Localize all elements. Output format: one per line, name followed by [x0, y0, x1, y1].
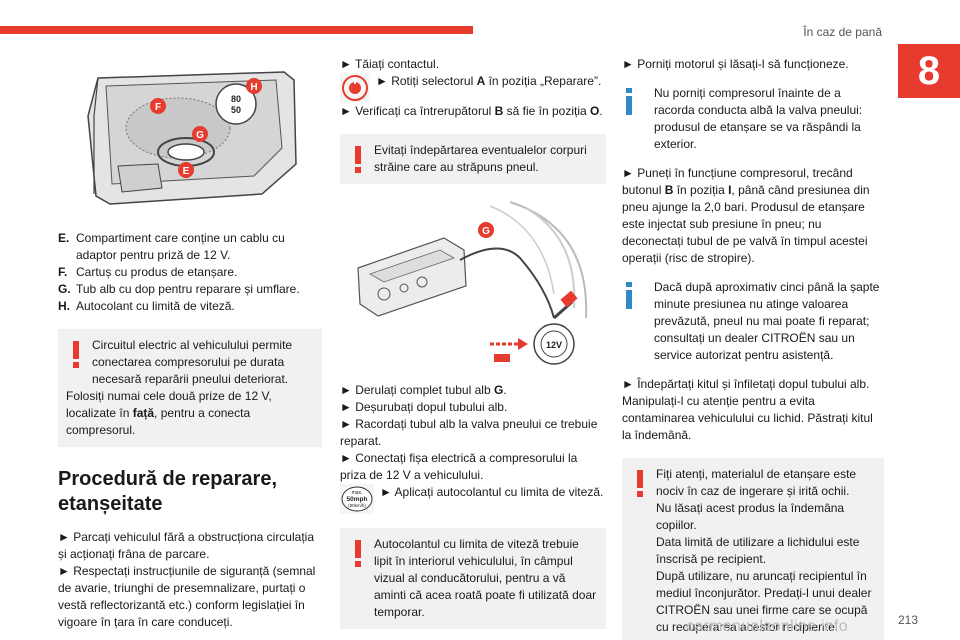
section-heading: Procedură de reparare, etanșeitate — [58, 468, 277, 515]
callout-h: H — [250, 82, 257, 93]
page-number: 213 — [897, 613, 918, 627]
legend-item-f: F. Cartuș cu produs de etanșare. — [58, 265, 238, 279]
selector-step-row: ► Rotiți selectorul A în poziția „Repara… — [340, 73, 606, 103]
info-compressor-start-text: Nu porniți compresorul înainte de a raco… — [654, 86, 863, 151]
compressor-connection-illustration: 12V G — [357, 201, 588, 365]
repair-kit-illustration: 80 50 F H G E — [87, 71, 297, 205]
legend-item-h: H. Autocolant cu limită de viteză. — [58, 299, 235, 313]
socket-label: 12V — [546, 340, 562, 350]
sticker-step-row: max. 50mph (80km/h) ► Aplicați autocolan… — [340, 484, 606, 514]
accent-bar — [0, 26, 473, 34]
speed-sticker-top: 80 — [231, 94, 241, 104]
callout-g: G — [196, 130, 204, 141]
sticker-line-1: max. — [352, 490, 363, 496]
info-icon — [626, 88, 632, 115]
step-safety: ► Respectați instrucțiunile de siguranță… — [58, 564, 316, 629]
exclamation-icon — [637, 470, 643, 497]
warning-electrical-text: Circuitul electric al vehiculului permit… — [92, 338, 293, 386]
warning-sealant-disposal: După utilizare, nu aruncați recipientul … — [656, 569, 872, 634]
watermark: carmanualsonline.info — [686, 618, 848, 635]
legend-item-e: E. Compartiment care conține un cablu cu… — [58, 231, 285, 262]
exclamation-icon — [73, 341, 79, 368]
step-run-compressor: ► Puneți în funcțiune compresorul, trecâ… — [622, 166, 870, 265]
speed-sticker-bottom: 50 — [231, 105, 241, 115]
callout-e: E — [183, 166, 190, 177]
column-middle: ► Tăiați contactul. ► Rotiți selectorul … — [340, 56, 606, 640]
exclamation-icon — [355, 146, 361, 173]
step-selector: ► Rotiți selectorul A în poziția „Repara… — [376, 74, 602, 88]
info-box-compressor-start: Nu porniți compresorul înainte de a raco… — [622, 85, 884, 153]
warning-sticker-text: Autocolantul cu limita de viteză trebuie… — [374, 537, 597, 619]
exclamation-icon — [355, 540, 361, 567]
section-title: În caz de pană — [803, 25, 882, 39]
chapter-tab: 8 — [898, 44, 960, 98]
speed-limit-sticker-icon: max. 50mph (80km/h) — [340, 484, 374, 514]
legend-item-g: G. Tub alb cu dop pentru reparare și umf… — [58, 282, 300, 296]
step-apply-sticker: ► Aplicați autocolantul cu limita de vit… — [380, 485, 604, 499]
step-start-engine: ► Porniți motorul și lăsați-l să funcțio… — [622, 57, 849, 71]
step-ignition-off: ► Tăiați contactul. — [340, 57, 440, 71]
warning-sealant-harmful: Fiți atenți, materialul de etanșare este… — [656, 467, 857, 498]
step-unscrew-cap: ► Deșurubați dopul tubului alb. — [340, 400, 508, 414]
info-icon — [626, 282, 632, 309]
warning-sealant-expiry: Data limită de utilizare a lichidului es… — [656, 535, 860, 566]
warning-box-sticker: Autocolantul cu limita de viteză trebuie… — [340, 528, 606, 629]
step-remove-kit: ► Îndepărtați kitul și înfiletați dopul … — [622, 377, 873, 442]
sticker-line-2: 50mph — [347, 496, 368, 503]
warning-sockets-text: Folosiți numai cele două prize de 12 V, … — [66, 389, 272, 437]
info-pressure-text: Dacă după aproximativ cinci până la șapt… — [654, 280, 880, 362]
callout-f: F — [155, 102, 161, 113]
step-switch: ► Verificați ca întrerupătorul B să fie … — [340, 104, 603, 118]
column-right: ► Porniți motorul și lăsați-l să funcțio… — [622, 56, 884, 640]
step-connect-tube: ► Racordați tubul alb la valva pneului c… — [340, 417, 598, 448]
info-box-pressure: Dacă după aproximativ cinci până la șapt… — [622, 279, 884, 364]
warning-box-sealant: Fiți atenți, materialul de etanșare este… — [622, 458, 884, 640]
step-unroll-tube: ► Derulați complet tubul alb G. — [340, 383, 507, 397]
warning-box-electrical: Circuitul electric al vehiculului permit… — [58, 329, 322, 447]
warning-box-foreign-bodies: Evitați îndepărtarea eventualelor corpur… — [340, 134, 606, 184]
step-plug-in: ► Conectați fișa electrică a compresorul… — [340, 451, 578, 482]
warning-sealant-children: Nu lăsați acest produs la îndemâna copii… — [656, 501, 845, 532]
column-left: 80 50 F H G E E. Compartiment care conți… — [58, 56, 322, 631]
legend-list: E. Compartiment care conține un cablu cu… — [58, 230, 322, 315]
sticker-line-3: (80km/h) — [348, 503, 366, 508]
step-park: ► Parcați vehiculul fără a obstrucționa … — [58, 530, 314, 561]
warning-foreign-bodies-text: Evitați îndepărtarea eventualelor corpur… — [374, 143, 587, 174]
callout-g: G — [482, 226, 490, 237]
selector-dial-icon — [340, 73, 370, 103]
